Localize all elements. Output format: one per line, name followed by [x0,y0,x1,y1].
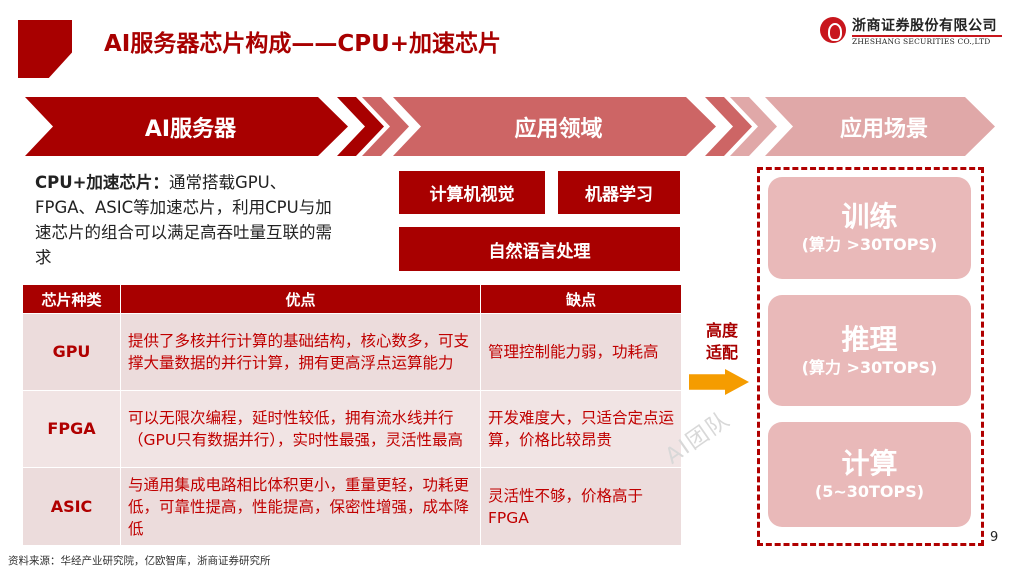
high-fit-label: 高度适配 [705,321,738,362]
scenario-dashed-frame [757,167,984,546]
scenario-name: 推理 [841,322,898,356]
logo-name-en: ZHESHANG SECURITIES CO.,LTD [852,37,991,46]
logo-divider [852,35,1002,37]
chip-type: FPGA [22,390,121,468]
domain-machine-learning: 机器学习 [558,171,680,214]
table-row: ASIC 与通用集成电路相比体积更小，重量更轻，功耗更低，可靠性提高，性能提高，… [22,467,682,546]
title-accent-block [18,20,72,78]
source-note: 资料来源：华经产业研究院，亿欧智库，浙商证券研究所 [8,555,271,567]
flow-step-label: AI服务器 [144,116,237,142]
intro-paragraph: CPU+加速芯片：通常搭载GPU、FPGA、ASIC等加速芯片，利用CPU与加速… [35,170,335,270]
scenario-compute: (5~30TOPS) [814,481,925,501]
scenario-compute: (算力 >30TOPS) [801,357,938,377]
chip-comparison-table: 芯片种类 优点 缺点 GPU 提供了多核并行计算的基础结构，核心数多，可支撑大量… [22,284,682,546]
flow-step-label: 应用场景 [839,116,928,142]
flow-step-application-scenario: 应用场景 [765,97,995,156]
scenario-card-training: 训练 (算力 >30TOPS) [768,177,971,279]
intro-text: 通常搭载GPU、FPGA、ASIC等加速芯片，利用CPU与加速芯片的组合可以满足… [35,173,332,267]
company-logo: 浙商证券股份有限公司 ZHESHANG SECURITIES CO.,LTD [820,14,1005,50]
page-number: 9 [990,530,999,545]
scenario-card-computing: 计算 (5~30TOPS) [768,422,971,527]
table-header-row: 芯片种类 优点 缺点 [22,284,682,314]
flow-step-application-domain: 应用领域 [393,97,716,156]
chip-type: GPU [22,313,121,391]
chip-type: ASIC [22,467,121,546]
chip-pros: 可以无限次编程，延时性较低，拥有流水线并行（GPU只有数据并行），实时性最强，灵… [120,390,481,468]
header-cons: 缺点 [480,284,682,314]
chip-cons: 灵活性不够，价格高于FPGA [480,467,682,546]
table-row: GPU 提供了多核并行计算的基础结构，核心数多，可支撑大量数据的并行计算，拥有更… [22,313,682,391]
scenario-compute: (算力 >30TOPS) [801,235,938,254]
scenario-card-inference: 推理 (算力 >30TOPS) [768,295,971,406]
domain-computer-vision: 计算机视觉 [399,171,545,214]
logo-name-cn: 浙商证券股份有限公司 [852,18,997,34]
scenario-name: 计算 [841,446,898,480]
domain-nlp: 自然语言处理 [399,227,680,271]
table-row: FPGA 可以无限次编程，延时性较低，拥有流水线并行（GPU只有数据并行），实时… [22,390,682,468]
header-pros: 优点 [120,284,481,314]
flow-step-ai-server: AI服务器 [25,97,348,156]
scenario-name: 训练 [841,200,898,233]
chip-cons: 管理控制能力弱，功耗高 [480,313,682,391]
chip-cons: 开发难度大，只适合定点运算，价格比较昂贵 [480,390,682,468]
page-title: AI服务器芯片构成——CPU+加速芯片 [104,31,502,57]
chip-pros: 与通用集成电路相比体积更小，重量更轻，功耗更低，可靠性提高，性能提高，保密性增强… [120,467,481,546]
flow-step-label: 应用领域 [514,116,603,142]
intro-lead: CPU+加速芯片： [35,173,169,192]
logo-emblem-icon [820,17,846,43]
header-chip-type: 芯片种类 [22,284,121,314]
arrow-right-icon [689,369,749,395]
chip-pros: 提供了多核并行计算的基础结构，核心数多，可支撑大量数据的并行计算，拥有更高浮点运… [120,313,481,391]
